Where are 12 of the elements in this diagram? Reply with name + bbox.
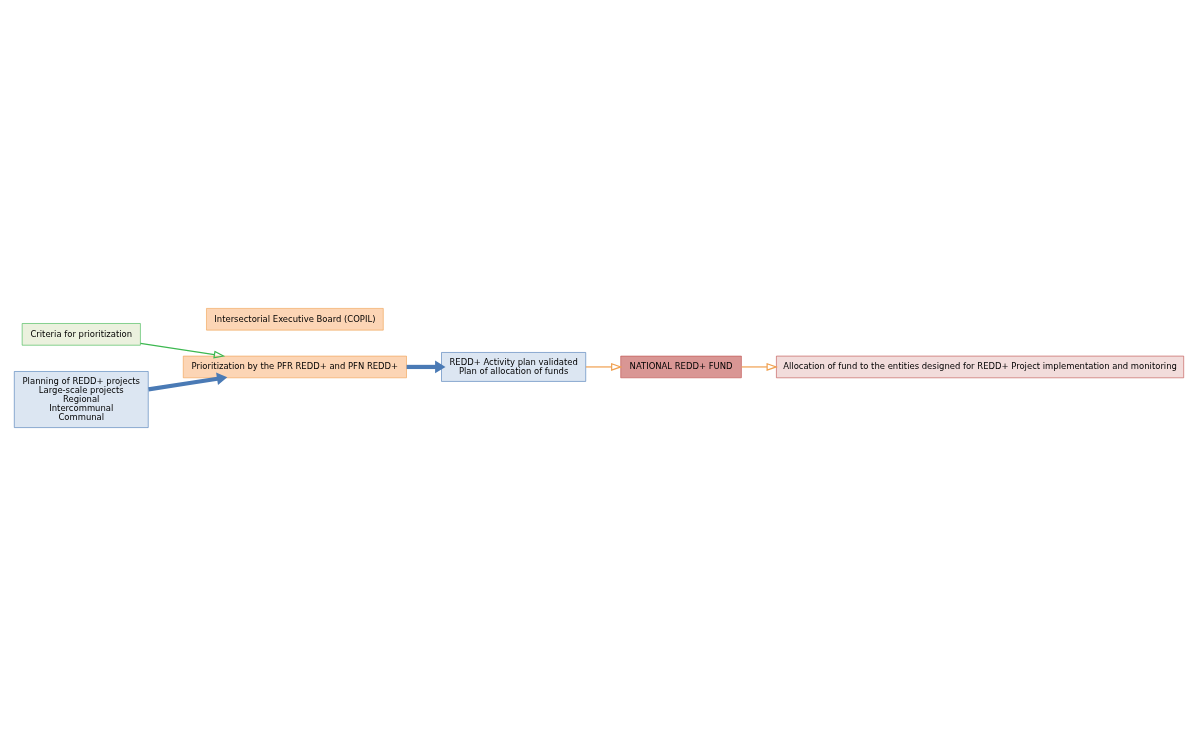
node-box: Intersectorial Executive Board (COPIL) [206, 308, 384, 331]
node-box: Planning of REDD+ projects Large-scale projects Regional Intercommunal Communal [14, 371, 149, 428]
node-box: Criteria for prioritization [21, 323, 141, 346]
arrow [148, 372, 228, 392]
arrow [139, 342, 226, 359]
node-box: NATIONAL REDD+ FUND [620, 355, 742, 379]
node-box: REDD+ Activity plan validated Plan of allocation of funds [441, 352, 587, 382]
arrow [406, 360, 446, 374]
node-box: Allocation of fund to the entities designed for REDD+ Project implementation and monitoring [776, 355, 1184, 379]
node-box: Prioritization by the PFR REDD+ and PFN REDD+ [182, 355, 407, 379]
arrow [585, 362, 623, 371]
arrow [740, 362, 778, 371]
